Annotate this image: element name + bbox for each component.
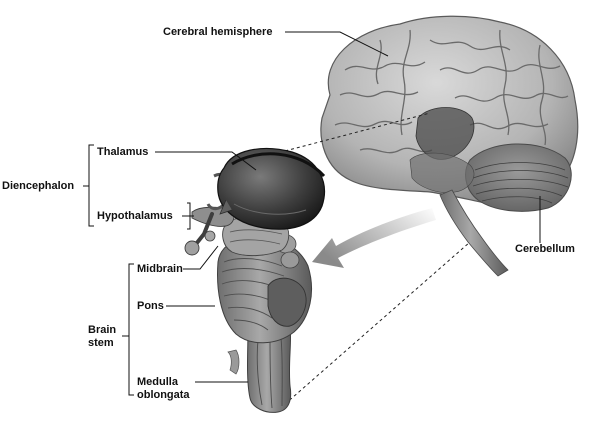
leader-thalamus: [155, 151, 257, 171]
medulla-shape: [247, 325, 292, 413]
brainstem-detail: [184, 147, 326, 413]
gyri-lines: [334, 29, 569, 154]
cerebral-peduncle: [267, 277, 307, 327]
label-midbrain: Midbrain: [137, 263, 183, 275]
diencephalon-bracket: [88, 144, 94, 227]
hypothalamus-bracket: [187, 202, 191, 230]
pituitary-shape: [184, 240, 200, 256]
direction-arrow: [312, 208, 436, 268]
label-pons: Pons: [137, 300, 164, 312]
whole-brain-stem: [439, 189, 509, 277]
highlighted-diencephalon: [415, 107, 475, 160]
thalamus-shape: [217, 147, 326, 230]
projection-lines: [261, 112, 471, 413]
label-thalamus: Thalamus: [97, 146, 149, 158]
label-diencephalon: Diencephalon: [2, 180, 75, 192]
label-brain-stem: Brain stem: [88, 324, 117, 349]
cerebellum-shape: [465, 143, 572, 212]
leader-lines: [155, 31, 541, 383]
label-cerebellum: Cerebellum: [515, 243, 575, 255]
leader-cerebral-hemisphere: [285, 31, 389, 57]
label-cerebral-hemisphere: Cerebral hemisphere: [163, 26, 273, 38]
brackets: [83, 144, 191, 396]
cerebellum-folia: [472, 162, 569, 204]
whole-brain: [320, 15, 579, 277]
leader-midbrain: [183, 245, 219, 270]
label-medulla-oblongata: Medulla oblongata: [137, 376, 190, 401]
brain-stem-bracket: [128, 263, 134, 396]
label-hypothalamus: Hypothalamus: [97, 210, 173, 222]
highlighted-midbrain: [409, 152, 475, 193]
